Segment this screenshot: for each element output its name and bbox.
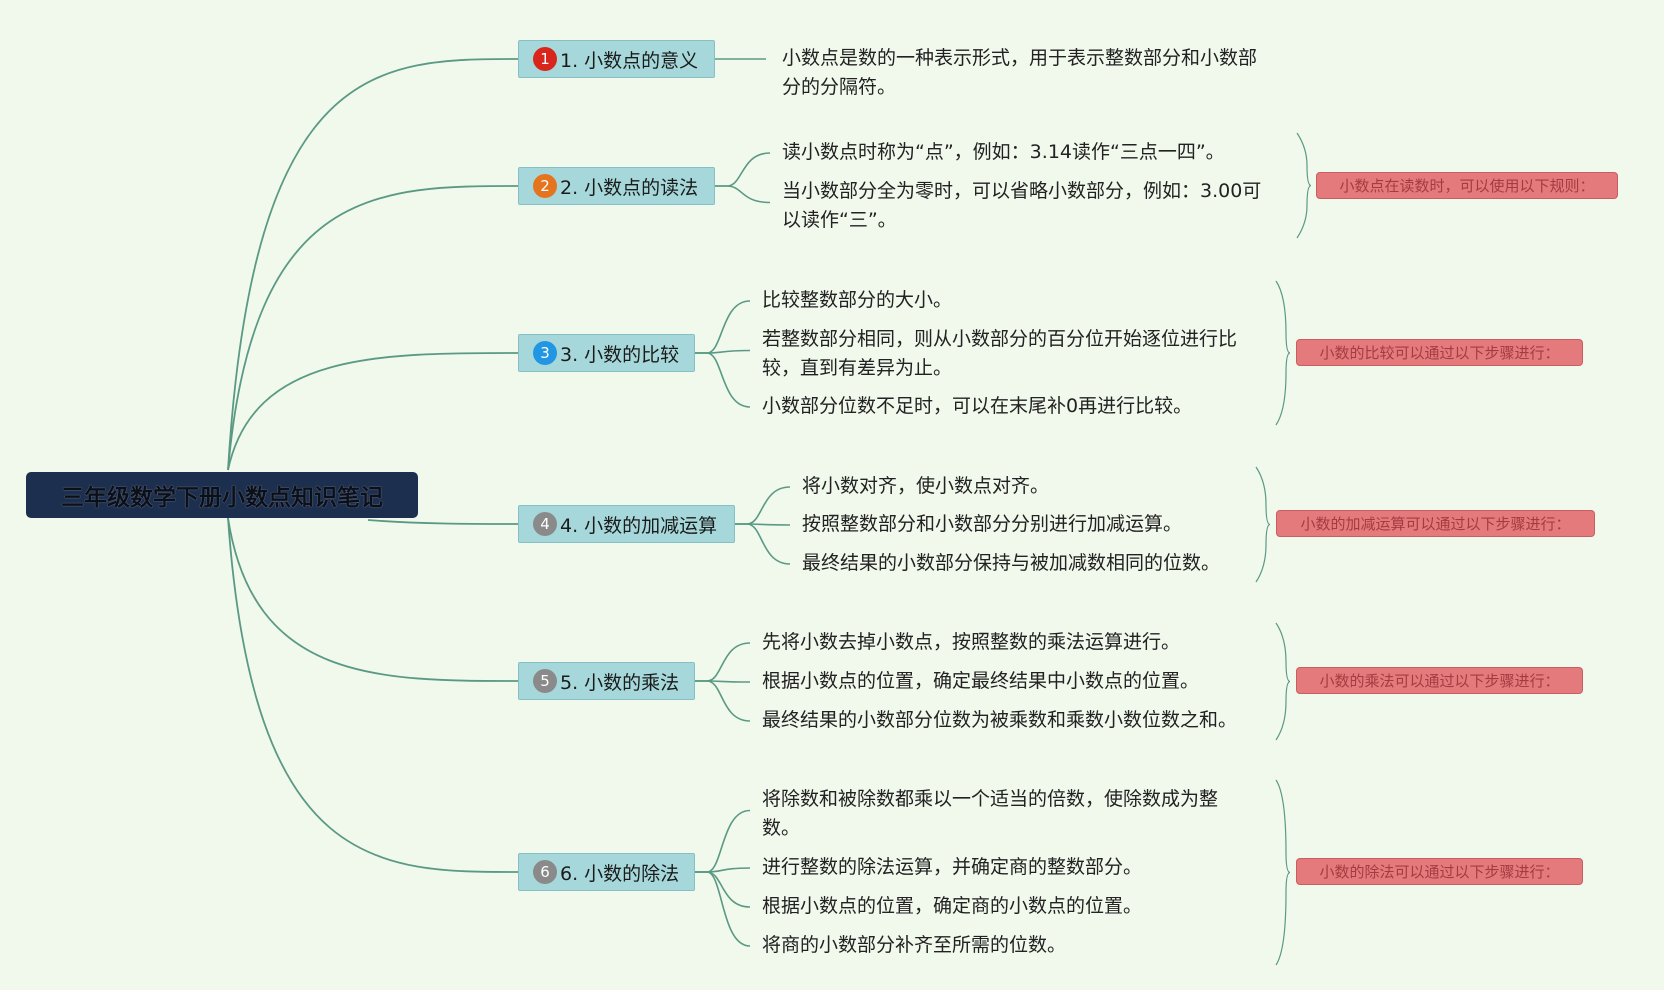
root-link-5 (227, 517, 519, 682)
leaf-note-line: 数。 (762, 817, 801, 839)
leaf-note-line: 按照整数部分和小数部分分别进行加减运算。 (802, 513, 1183, 535)
leaf-note[interactable]: 若整数部分相同，则从小数部分的百分位开始逐位进行比较，直到有差异为止。 (762, 325, 1237, 383)
leaf-note[interactable]: 小数部分位数不足时，可以在末尾补0再进行比较。 (762, 392, 1192, 421)
leaf-note-line: 分的分隔符。 (782, 76, 897, 98)
leaf-note-line: 根据小数点的位置，确定商的小数点的位置。 (762, 895, 1143, 917)
priority-marker-icon: 5 (533, 669, 557, 693)
priority-marker-icon: 1 (533, 47, 557, 71)
leaf-note-line: 读小数点时称为“点”，例如：3.14读作“三点一四”。 (782, 141, 1225, 163)
leaf-link (695, 680, 751, 722)
leaf-note-line: 将除数和被除数都乘以一个适当的倍数，使除数成为整 (762, 788, 1219, 810)
root-link-1 (227, 58, 519, 471)
leaf-note-line: 将商的小数部分补齐至所需的位数。 (762, 934, 1067, 956)
leaf-note-line: 当小数部分全为零时，可以省略小数部分，例如：3.00可 (782, 180, 1262, 202)
branch-label: 3. 小数的比较 (560, 343, 680, 366)
leaf-note-line: 以读作“三”。 (782, 209, 897, 231)
leaf-note[interactable]: 最终结果的小数部分位数为被乘数和乘数小数位数之和。 (762, 706, 1237, 735)
leaf-note[interactable]: 最终结果的小数部分保持与被加减数相同的位数。 (802, 549, 1220, 578)
leaf-note-line: 比较整数部分的大小。 (762, 289, 953, 311)
leaf-link (695, 809, 751, 873)
leaf-note[interactable]: 比较整数部分的大小。 (762, 286, 952, 315)
leaf-note[interactable]: 读小数点时称为“点”，例如：3.14读作“三点一四”。 (782, 138, 1225, 167)
priority-marker-icon: 2 (533, 174, 557, 198)
summary-label[interactable]: 小数的除法可以通过以下步骤进行： (1296, 858, 1583, 885)
leaf-note[interactable]: 根据小数点的位置，确定商的小数点的位置。 (762, 892, 1142, 921)
summary-brace (1275, 622, 1291, 741)
priority-marker-icon: 6 (533, 860, 557, 884)
leaf-note[interactable]: 先将小数去掉小数点，按照整数的乘法运算进行。 (762, 628, 1180, 657)
leaf-link (735, 523, 791, 565)
leaf-link (695, 352, 751, 408)
leaf-note-line: 较，直到有差异为止。 (762, 357, 953, 379)
leaf-note[interactable]: 当小数部分全为零时，可以省略小数部分，例如：3.00可以读作“三”。 (782, 177, 1261, 235)
root-link-4 (367, 519, 519, 525)
leaf-note-line: 最终结果的小数部分保持与被加减数相同的位数。 (802, 552, 1221, 574)
leaf-note-line: 将小数对齐，使小数点对齐。 (802, 475, 1050, 497)
summary-brace (1296, 132, 1312, 239)
root-link-3 (227, 352, 519, 471)
leaf-note[interactable]: 将除数和被除数都乘以一个适当的倍数，使除数成为整数。 (762, 785, 1218, 843)
leaf-note-line: 根据小数点的位置，确定最终结果中小数点的位置。 (762, 670, 1200, 692)
branch-label: 4. 小数的加减运算 (560, 514, 718, 537)
leaf-note[interactable]: 将商的小数部分补齐至所需的位数。 (762, 931, 1066, 960)
leaf-note-line: 最终结果的小数部分位数为被乘数和乘数小数位数之和。 (762, 709, 1238, 731)
leaf-note[interactable]: 进行整数的除法运算，并确定商的整数部分。 (762, 853, 1142, 882)
summary-label[interactable]: 小数的加减运算可以通过以下步骤进行： (1276, 510, 1595, 537)
branch-label: 5. 小数的乘法 (560, 671, 680, 694)
summary-label[interactable]: 小数的比较可以通过以下步骤进行： (1296, 339, 1583, 366)
summary-brace (1255, 466, 1271, 583)
leaf-note[interactable]: 将小数对齐，使小数点对齐。 (802, 472, 1049, 501)
summary-label[interactable]: 小数点在读数时，可以使用以下规则： (1316, 172, 1618, 199)
leaf-link (715, 152, 771, 187)
leaf-link (695, 300, 751, 354)
leaf-note[interactable]: 按照整数部分和小数部分分别进行加减运算。 (802, 510, 1182, 539)
root-link-6 (227, 517, 519, 873)
leaf-link (735, 486, 791, 525)
leaf-note[interactable]: 根据小数点的位置，确定最终结果中小数点的位置。 (762, 667, 1199, 696)
leaf-note-line: 若整数部分相同，则从小数部分的百分位开始逐位进行比 (762, 328, 1238, 350)
leaf-note-line: 小数部分位数不足时，可以在末尾补0再进行比较。 (762, 395, 1193, 417)
leaf-note-line: 小数点是数的一种表示形式，用于表示整数部分和小数部 (782, 47, 1258, 69)
leaf-note-line: 进行整数的除法运算，并确定商的整数部分。 (762, 856, 1143, 878)
leaf-link (715, 185, 771, 204)
branch-label: 6. 小数的除法 (560, 862, 680, 885)
branch-label: 2. 小数点的读法 (560, 176, 699, 199)
summary-brace (1275, 779, 1291, 966)
leaf-note-line: 先将小数去掉小数点，按照整数的乘法运算进行。 (762, 631, 1181, 653)
priority-marker-icon: 3 (533, 341, 557, 365)
leaf-note[interactable]: 小数点是数的一种表示形式，用于表示整数部分和小数部分的分隔符。 (782, 44, 1257, 102)
branch-label: 1. 小数点的意义 (560, 49, 699, 72)
priority-marker-icon: 4 (533, 512, 557, 536)
leaf-link (695, 642, 751, 682)
summary-label[interactable]: 小数的乘法可以通过以下步骤进行： (1296, 667, 1583, 694)
leaf-link (695, 871, 751, 947)
summary-brace (1275, 280, 1291, 426)
root-link-2 (227, 185, 519, 471)
root-topic[interactable]: 三年级数学下册小数点知识笔记 (26, 472, 418, 518)
